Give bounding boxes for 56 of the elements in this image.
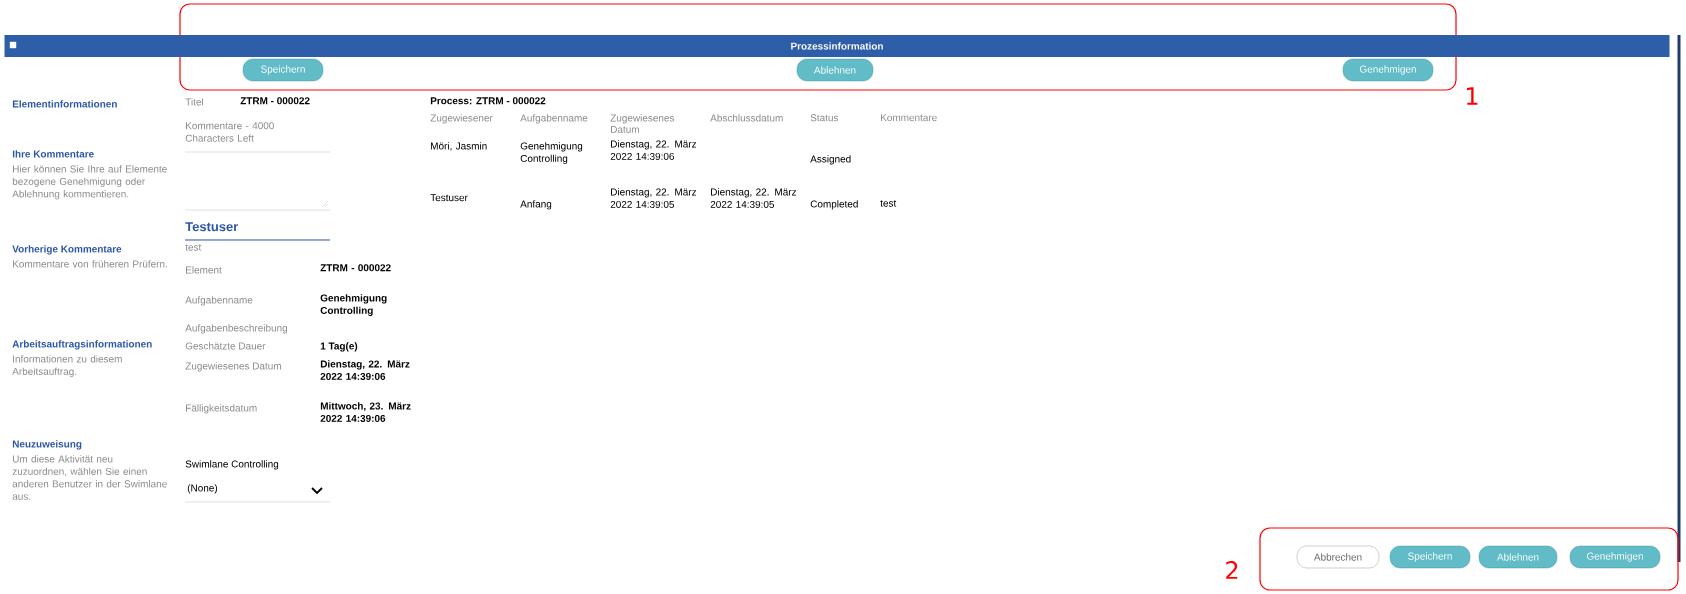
text: Anfang [520,200,552,210]
action-button: Ablehnen [1478,545,1558,569]
text: test [185,244,202,251]
text: Informationen zu diesem Arbeitsauftrag. [12,355,122,377]
text: 1 Tag(e) [320,342,358,352]
action-button: Genehmigen [1569,545,1661,569]
text: Kommentare [881,114,937,122]
text: Geschätzte Dauer [185,342,266,350]
text: Aufgabenname [185,296,253,306]
text: Abschlussdatum [710,114,783,122]
text: Um diese Aktivität neu zuzuordnen, wählen Sie einen anderen Benutzer in der Swimlane aus. [12,455,167,500]
text: Aufgabenbeschreibung [185,324,288,334]
text: Neuzuweisung [12,440,82,450]
text: Fälligkeitsdatum [186,404,257,414]
callout-number: 2 [1226,561,1238,579]
text: Process: ZTRM - 000022 [430,97,546,105]
action-button: Ablehnen [796,58,874,82]
text: Status [810,114,839,122]
text: Kommentare - 4000 Characters Left [185,122,274,142]
text: test [880,200,897,207]
text: Elementinformationen [12,100,117,108]
text: ZTRM - 000022 [320,264,391,272]
text: Zugewiesenes Datum [185,362,281,372]
text: Zugewiesener [430,114,493,124]
annotation-outline [1259,527,1679,591]
text: Genehmigung Controlling [320,294,387,316]
text: Testuser [185,222,239,232]
text: Titel [185,98,203,106]
text: ZTRM - 000022 [240,97,310,105]
text: Aufgabenname [520,114,588,124]
text: Hier können Sie Ihre auf Elemente bezogene Genehmigung oder Ablehnung kommentieren. [12,165,167,200]
text: Dienstag, 22. März 2022 14:39:06 [320,360,410,380]
text: Vorherige Kommentare [12,245,122,255]
text: Arbeitsauftragsinformationen [12,340,152,350]
cancel-button: Abbrechen [1296,545,1380,569]
action-button: Speichern [1389,545,1471,569]
text: Ihre Kommentare [12,150,94,158]
text: (None) [187,484,218,494]
text: Zugewiesenes Datum [610,114,675,133]
text: Element [186,266,222,274]
text: Mittwoch, 23. März 2022 14:39:06 [320,402,411,422]
text: Möri, Jasmin [431,142,487,151]
text: Dienstag, 22. März 2022 14:39:06 [610,140,697,160]
text: Genehmigung Controlling [520,142,583,164]
text: Completed [810,200,858,210]
text: Assigned [810,155,851,165]
action-button: Genehmigen [1342,58,1434,82]
annotation-outline [179,3,1457,91]
text: Dienstag, 22. März 2022 14:39:05 [710,188,797,208]
text: Testuser [430,194,468,202]
callout-number: 1 [1467,87,1478,105]
header-bar: Prozessinformation [4,35,1670,57]
action-button: Speichern [242,58,324,82]
text: Dienstag, 22. März 2022 14:39:05 [610,188,697,208]
text: Swimlane Controlling [185,460,279,470]
text: Kommentare von früheren Prüfern. [13,260,167,268]
